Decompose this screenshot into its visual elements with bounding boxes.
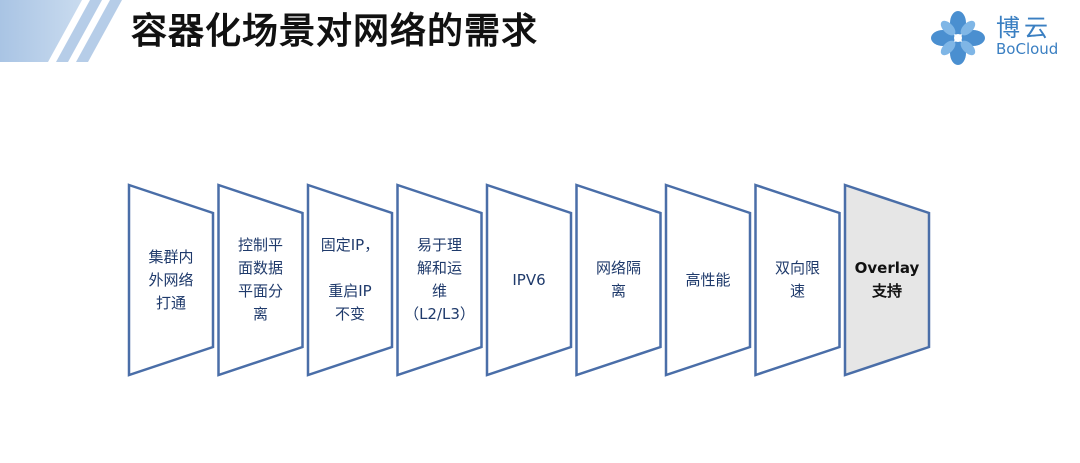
logo-text-en: BoCloud: [996, 40, 1059, 58]
step-shape-1: [127, 183, 215, 377]
step-label-line: 速: [789, 282, 805, 300]
step-label-line: IPV6: [512, 270, 546, 289]
logo-text-cn: 博云: [996, 14, 1052, 42]
step-shape-2: [217, 183, 304, 377]
header-band-stripe: [56, 0, 102, 62]
step-label-line: 离: [610, 282, 626, 300]
step-label-7: 高性能: [668, 269, 748, 292]
step-label-line: 重启IP: [328, 282, 372, 300]
step-label-line: 打通: [155, 293, 186, 312]
step-label-1: 集群内外网络打通: [131, 246, 211, 315]
step-label-line: 支持: [871, 282, 902, 300]
step-shape-9: [843, 183, 931, 377]
step-label-line: 解和运: [416, 259, 462, 277]
page-title: 容器化场景对网络的需求: [131, 11, 539, 52]
step-label-line: 面数据: [237, 259, 283, 277]
step-label-3: 固定IP， 重启IP 不变: [310, 234, 390, 326]
flower-logo-icon: [931, 11, 985, 65]
step-label-line: 高性能: [685, 270, 731, 289]
step-label-8: 双向限速: [758, 257, 838, 303]
header-band-stripe: [76, 0, 122, 62]
step-label-line: 离: [252, 305, 268, 323]
step-shape-7: [664, 183, 752, 377]
step-label-4: 易于理解和运维 （L2/L3）: [400, 234, 480, 326]
step-shape-5: [485, 183, 573, 377]
step-label-6: 网络隔离: [579, 257, 659, 303]
step-label-line: 控制平: [237, 236, 283, 254]
step-label-2: 控制平面数据平面分离: [221, 234, 301, 326]
step-label-line: 维: [431, 282, 447, 300]
header-band-block: [0, 0, 82, 62]
step-label-line: 易于理: [416, 236, 462, 254]
step-label-line: 平面分: [237, 282, 283, 300]
step-label-line: 外网络: [148, 270, 194, 289]
step-shape-6: [575, 183, 662, 377]
step-label-line: 集群内: [148, 247, 194, 266]
step-label-line: Overlay: [854, 259, 920, 277]
step-label-line: 双向限: [774, 259, 820, 277]
step-shape-4: [396, 183, 483, 377]
step-label-9: Overlay 支持: [847, 257, 927, 303]
step-label-line: 网络隔: [595, 259, 641, 277]
header-band: [0, 0, 122, 62]
step-label-line: （L2/L3）: [404, 305, 475, 323]
step-shape-3: [306, 183, 394, 377]
step-label-line: 不变: [334, 305, 365, 323]
step-shape-8: [754, 183, 841, 377]
bocloud-logo: 博云 BoCloud: [930, 6, 1070, 65]
step-label-line: 固定IP，: [320, 236, 380, 254]
step-label-5: IPV6: [489, 269, 569, 292]
step-label-line: [310, 257, 390, 280]
